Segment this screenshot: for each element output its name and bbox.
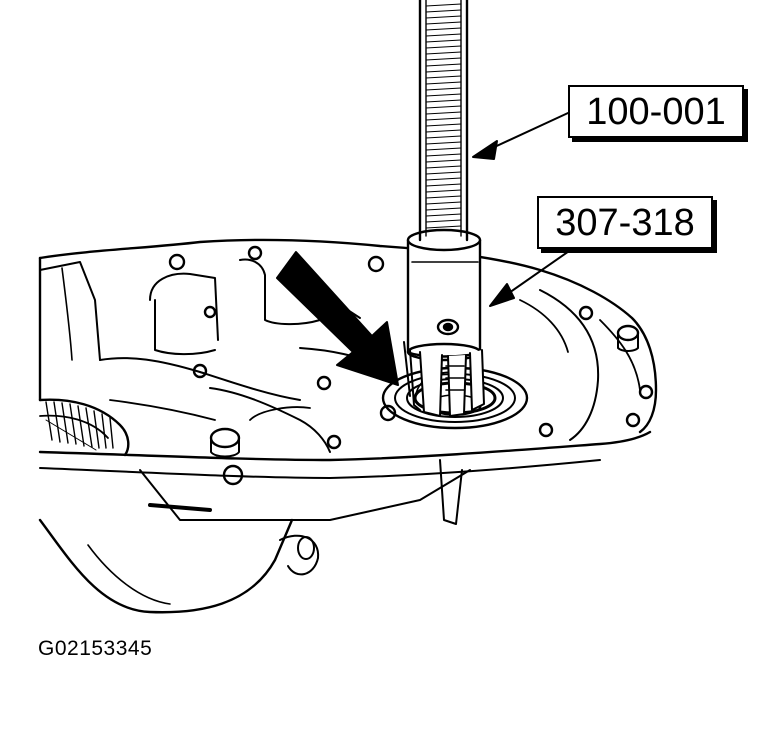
rod-thread-lines (425, 3, 462, 229)
seal-remover-tool (403, 228, 485, 417)
callout-label: 100-001 (586, 90, 726, 133)
slide-hammer-rod (418, 0, 469, 242)
leader-arrowhead-2 (489, 283, 515, 307)
direction-arrow (276, 251, 399, 386)
case-housing (38, 238, 658, 614)
callout-label: 307-318 (555, 201, 695, 244)
gear-detail (38, 398, 130, 457)
callout-tool-307-318: 307-318 (537, 196, 713, 249)
figure-id: G02153345 (38, 637, 153, 660)
leader-arrowhead-1 (472, 140, 498, 160)
callout-tool-100-001: 100-001 (568, 85, 744, 138)
leader-lines (472, 112, 573, 307)
